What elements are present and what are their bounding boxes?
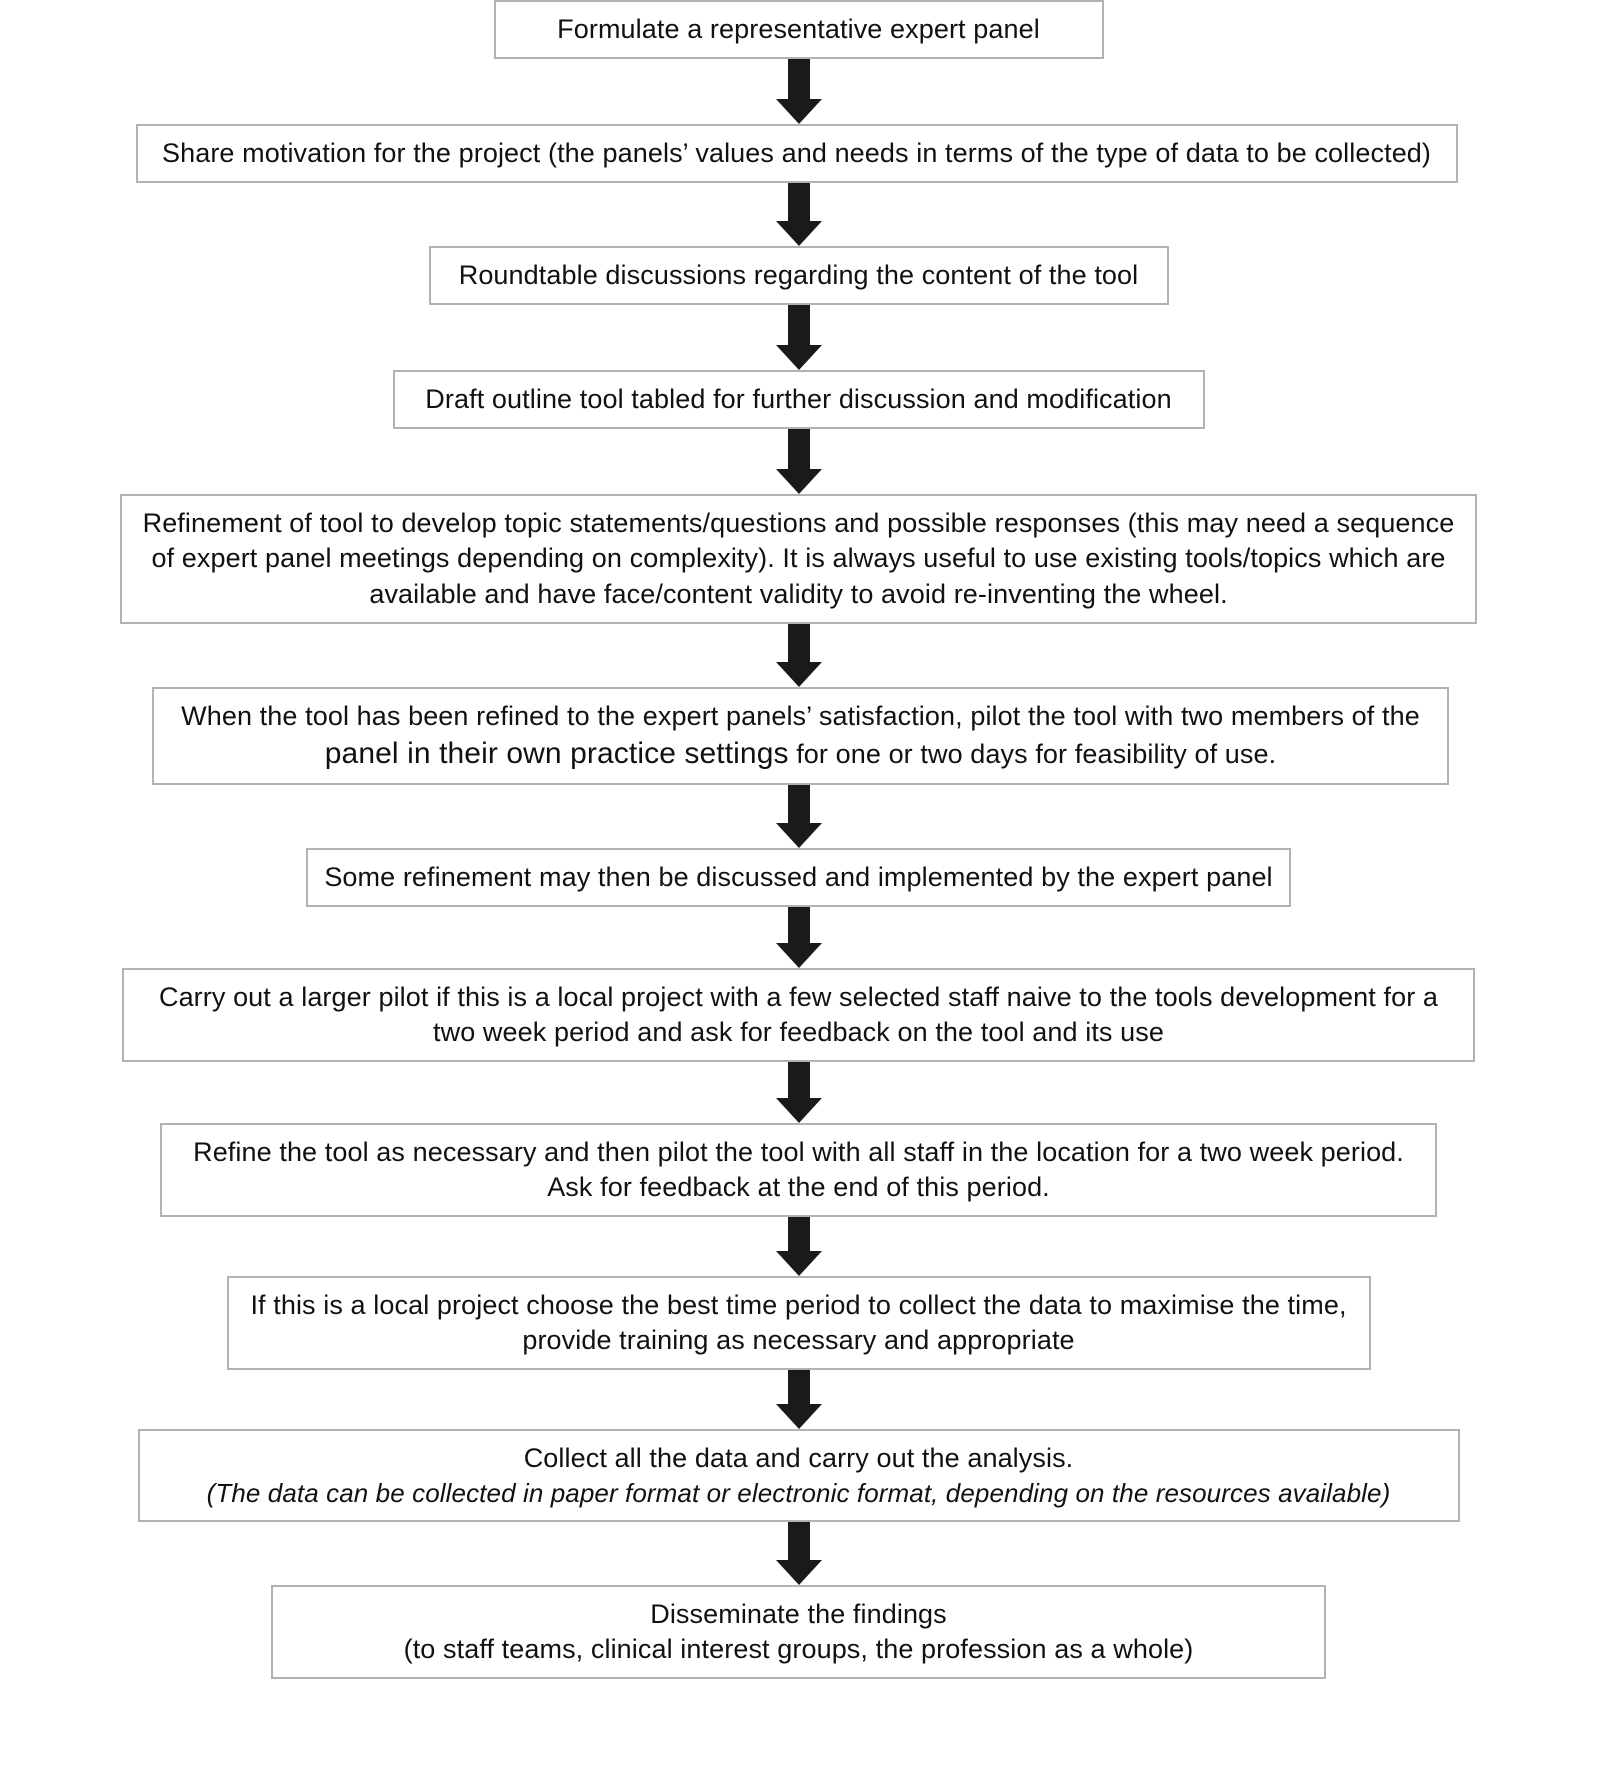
arrow-stem [787,1217,810,1252]
arrow-head [775,99,822,125]
down-arrow-icon [0,1522,1597,1586]
arrow-head [775,661,822,687]
arrow-glyph [775,429,822,495]
emphasised-text: panel in their own practice settings [324,736,789,770]
flow-node-refine-and-pilot-all-staff: Refine the tool as necessary and then pi… [160,1123,1437,1218]
arrow-stem [787,623,810,662]
arrow-head [775,822,822,848]
down-arrow-icon [0,906,1597,968]
flow-node-line: Some refinement may then be discussed an… [324,861,1273,892]
flow-node-formulate-expert-panel: Formulate a representative expert panel [493,0,1104,60]
down-arrow-icon [0,305,1597,371]
down-arrow-icon [0,1370,1597,1430]
flow-node-pilot-with-two-panel-members: When the tool has been refined to the ex… [152,686,1449,785]
flow-node-line: Refine the tool as necessary and then pi… [193,1137,1404,1168]
arrow-glyph [775,1062,822,1124]
arrow-stem [787,1522,810,1561]
down-arrow-icon [0,1217,1597,1277]
flow-node-line: Carry out a larger pilot if this is a lo… [158,981,1439,1012]
flow-node-disseminate-findings: Disseminate the findings (to staff teams,… [271,1585,1326,1680]
flow-node-line: of expert panel meetings depending on co… [151,543,1446,574]
flow-node-line: Roundtable discussions regarding the con… [458,260,1139,291]
arrow-stem [787,305,810,346]
flow-node-line: panel in their own practice settings for… [324,736,1277,770]
arrow-stem [787,429,810,470]
flow-node-line: Draft outline tool tabled for further di… [425,384,1172,415]
flow-node-choose-best-time-period: If this is a local project choose the be… [226,1276,1371,1371]
flow-node-line: provide training as necessary and approp… [522,1325,1075,1356]
arrow-glyph [775,784,822,848]
down-arrow-icon [0,623,1597,687]
arrow-stem [787,59,810,100]
flow-node-refinement-of-tool: Refinement of tool to develop topic stat… [120,494,1477,624]
arrow-glyph [775,1522,822,1586]
flow-node-share-motivation: Share motivation for the project (the pa… [135,124,1458,184]
flow-node-line: available and have face/content validity… [369,578,1228,609]
flow-node-line: Ask for feedback at the end of this peri… [547,1172,1050,1203]
flow-node-collect-data-and-analyse: Collect all the data and carry out the a… [137,1429,1460,1523]
down-arrow-icon [0,429,1597,495]
arrow-stem [787,1370,810,1405]
down-arrow-icon [0,183,1597,247]
down-arrow-icon [0,1062,1597,1124]
down-arrow-icon [0,784,1597,848]
arrow-head [775,1560,822,1586]
arrow-glyph [775,305,822,371]
arrow-head [775,345,822,371]
arrow-glyph [775,1370,822,1430]
flow-node-line: Collect all the data and carry out the a… [523,1443,1074,1474]
down-arrow-icon [0,59,1597,125]
flow-node-roundtable-discussions: Roundtable discussions regarding the con… [428,246,1169,306]
arrow-glyph [775,59,822,125]
arrow-head [775,1404,822,1430]
flow-node-carry-out-larger-pilot: Carry out a larger pilot if this is a lo… [122,967,1475,1063]
flow-node-line: When the tool has been refined to the ex… [181,700,1420,731]
flow-node-some-refinement-by-panel: Some refinement may then be discussed an… [306,847,1291,907]
flow-node-line: Refinement of tool to develop topic stat… [142,508,1455,539]
flow-node-line: Share motivation for the project (the pa… [161,138,1432,169]
flow-node-line: two week period and ask for feedback on … [433,1016,1164,1047]
arrow-glyph [775,623,822,687]
arrow-head [775,1098,822,1124]
arrow-stem [787,1062,810,1099]
arrow-head [775,1251,822,1277]
arrow-stem [787,906,810,943]
flow-node-italic-line: (The data can be collected in paper form… [206,1477,1391,1508]
arrow-glyph [775,1217,822,1277]
flow-node-line: Formulate a representative expert panel [557,14,1040,44]
arrow-head [775,469,822,495]
arrow-glyph [775,183,822,247]
arrow-stem [787,183,810,222]
arrow-head [775,221,822,247]
flow-node-line: If this is a local project choose the be… [250,1290,1347,1321]
arrow-head [775,942,822,968]
flow-node-draft-outline-tool: Draft outline tool tabled for further di… [392,370,1205,430]
arrow-glyph [775,906,822,968]
flow-node-line: (to staff teams, clinical interest group… [403,1634,1194,1665]
arrow-stem [787,784,810,823]
flow-node-line: Disseminate the findings [650,1599,947,1630]
